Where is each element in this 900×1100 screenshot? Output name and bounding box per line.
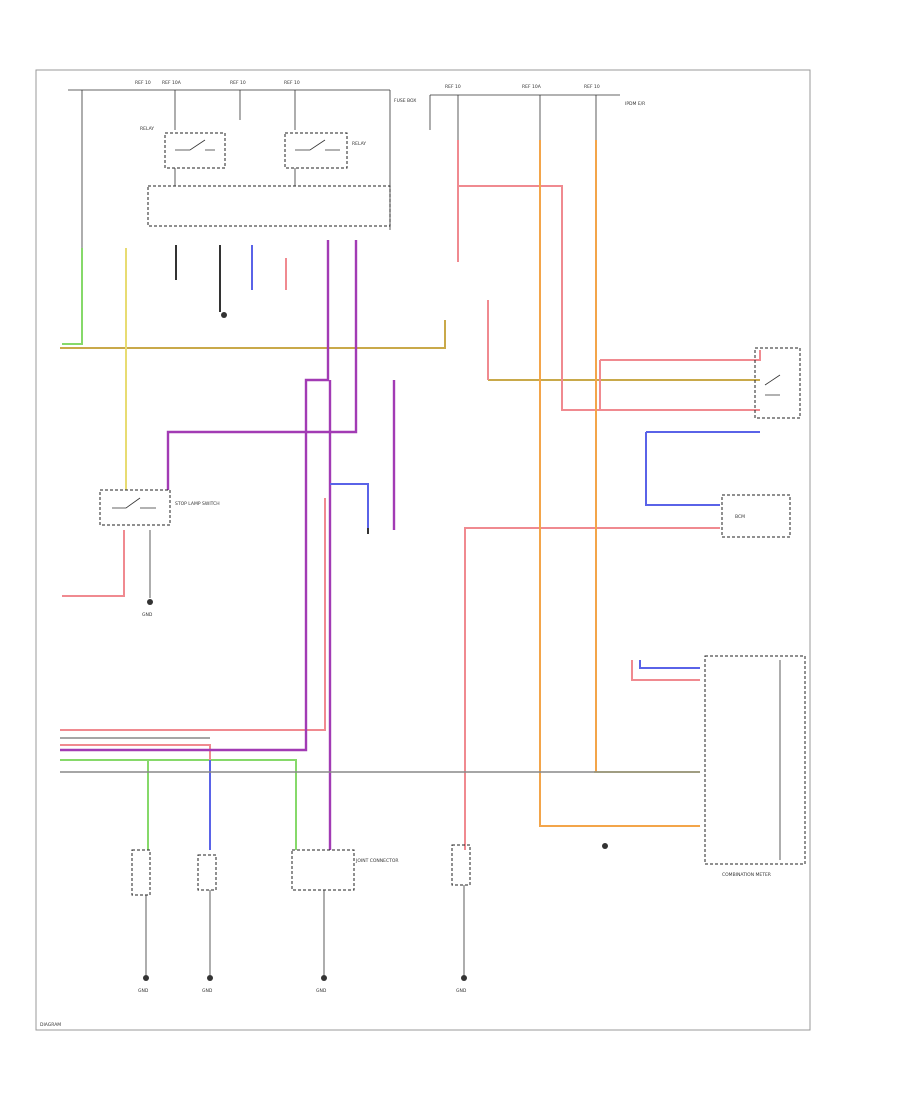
blue-wires xyxy=(209,245,760,850)
fuse-header-7: REF 10 xyxy=(584,84,600,90)
tan-wires xyxy=(60,320,760,381)
relay-box-1 xyxy=(164,132,226,169)
fuse-header-5: REF 10 xyxy=(445,84,461,90)
top-right-fuse-section: REF 10 REF 10A REF 10 IPDM E/R xyxy=(429,84,645,140)
ground-icon-5 xyxy=(461,975,467,981)
ground-icon-7 xyxy=(602,843,608,849)
ground-label-3: GND xyxy=(316,988,327,994)
fuse-header-3: REF 10 xyxy=(230,80,246,86)
fuse-box-note: FUSE BOX xyxy=(394,98,416,104)
joint-connector-mid: JOINT CONNECTOR xyxy=(291,849,399,891)
joint-connector-label: JOINT CONNECTOR xyxy=(355,858,399,864)
ground-label-4: GND xyxy=(456,988,467,994)
ground-label-5: GND xyxy=(142,612,153,618)
body-control-module: BCM xyxy=(721,494,791,538)
ground-label-2: GND xyxy=(202,988,213,994)
fuse-header-4: REF 10 xyxy=(284,80,300,86)
bottom-diagram-label: DIAGRAM xyxy=(40,1022,61,1028)
bottom-devices xyxy=(131,530,471,975)
ground-icon-3 xyxy=(207,975,213,981)
relay-box-2 xyxy=(284,132,348,169)
green-wires xyxy=(60,248,297,850)
ground-icon-1 xyxy=(147,599,153,605)
ground-icon-6 xyxy=(221,312,227,318)
pink-wires xyxy=(60,140,761,850)
yellow-wires xyxy=(125,248,700,773)
fuse-header-1: REF 10 xyxy=(135,80,151,86)
combination-meter: COMBINATION METER xyxy=(704,655,806,878)
fuse-header-6: REF 10A xyxy=(522,84,542,90)
combination-meter-label: COMBINATION METER xyxy=(722,872,771,878)
relay-label-1: RELAY xyxy=(140,126,154,132)
ground-icon-2 xyxy=(143,975,149,981)
stop-lamp-switch-label: STOP LAMP SWITCH xyxy=(175,501,220,507)
ground-icon-4 xyxy=(321,975,327,981)
grounds: GND GND GND GND GND xyxy=(138,312,608,994)
joint-connector-top xyxy=(754,347,801,419)
ipdm-note: IPDM E/R xyxy=(625,101,645,107)
gray-wires xyxy=(60,737,700,773)
top-left-relay-section: REF 10 REF 10A REF 10 REF 10 RELAY RELAY… xyxy=(68,80,416,248)
ground-label-1: GND xyxy=(138,988,149,994)
stop-lamp-switch: STOP LAMP SWITCH xyxy=(99,489,220,526)
bcm-label: BCM xyxy=(735,514,745,520)
fuse-block xyxy=(147,185,391,227)
fuse-header-2: REF 10A xyxy=(162,80,182,86)
connector-stubs xyxy=(175,245,369,534)
orange-wires xyxy=(539,140,700,827)
purple-wires xyxy=(60,240,396,850)
diagram-frame xyxy=(35,69,811,1031)
relay-label-2: RELAY xyxy=(352,141,366,147)
